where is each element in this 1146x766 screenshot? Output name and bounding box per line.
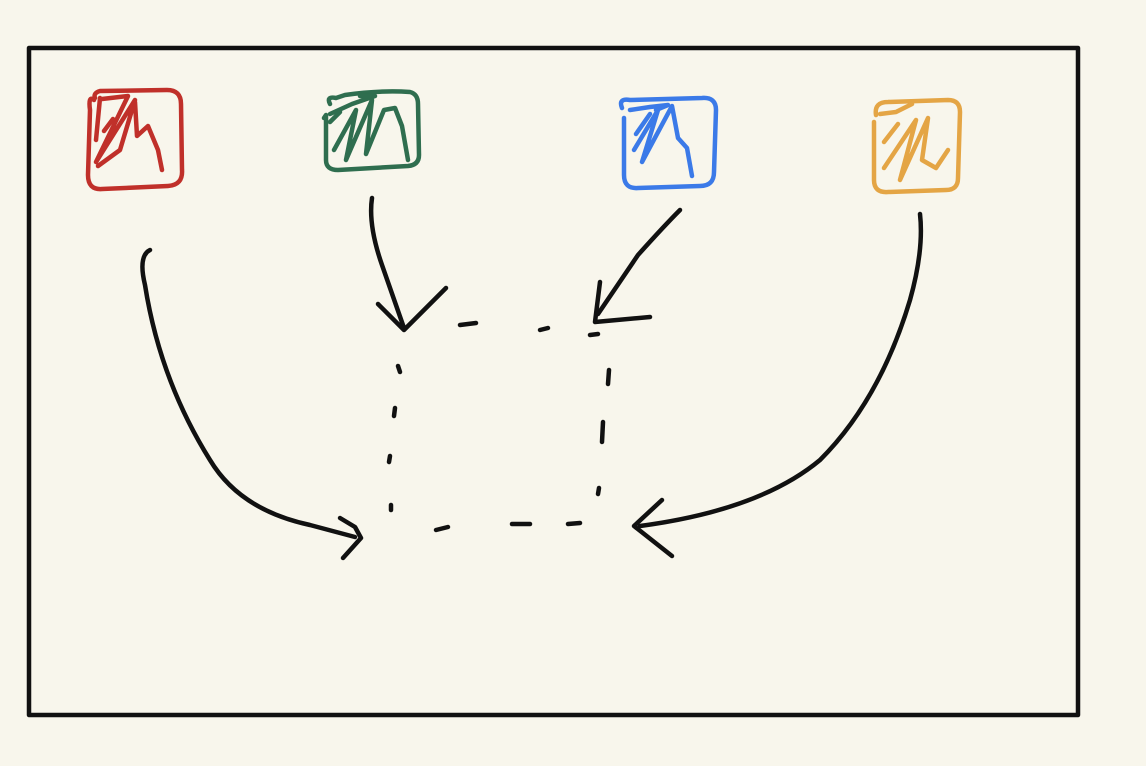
arrow-green-to-target xyxy=(368,195,449,333)
dashed-target-box xyxy=(386,320,612,533)
red-sketch-box xyxy=(85,87,185,192)
arrow-blue-to-target xyxy=(592,207,683,325)
arrow-red-to-target xyxy=(140,247,364,561)
green-sketch-box xyxy=(321,89,422,173)
blue-sketch-box xyxy=(618,95,719,191)
arrow-orange-to-target xyxy=(631,211,924,559)
outer-frame xyxy=(26,45,1081,718)
orange-sketch-box xyxy=(871,97,963,195)
